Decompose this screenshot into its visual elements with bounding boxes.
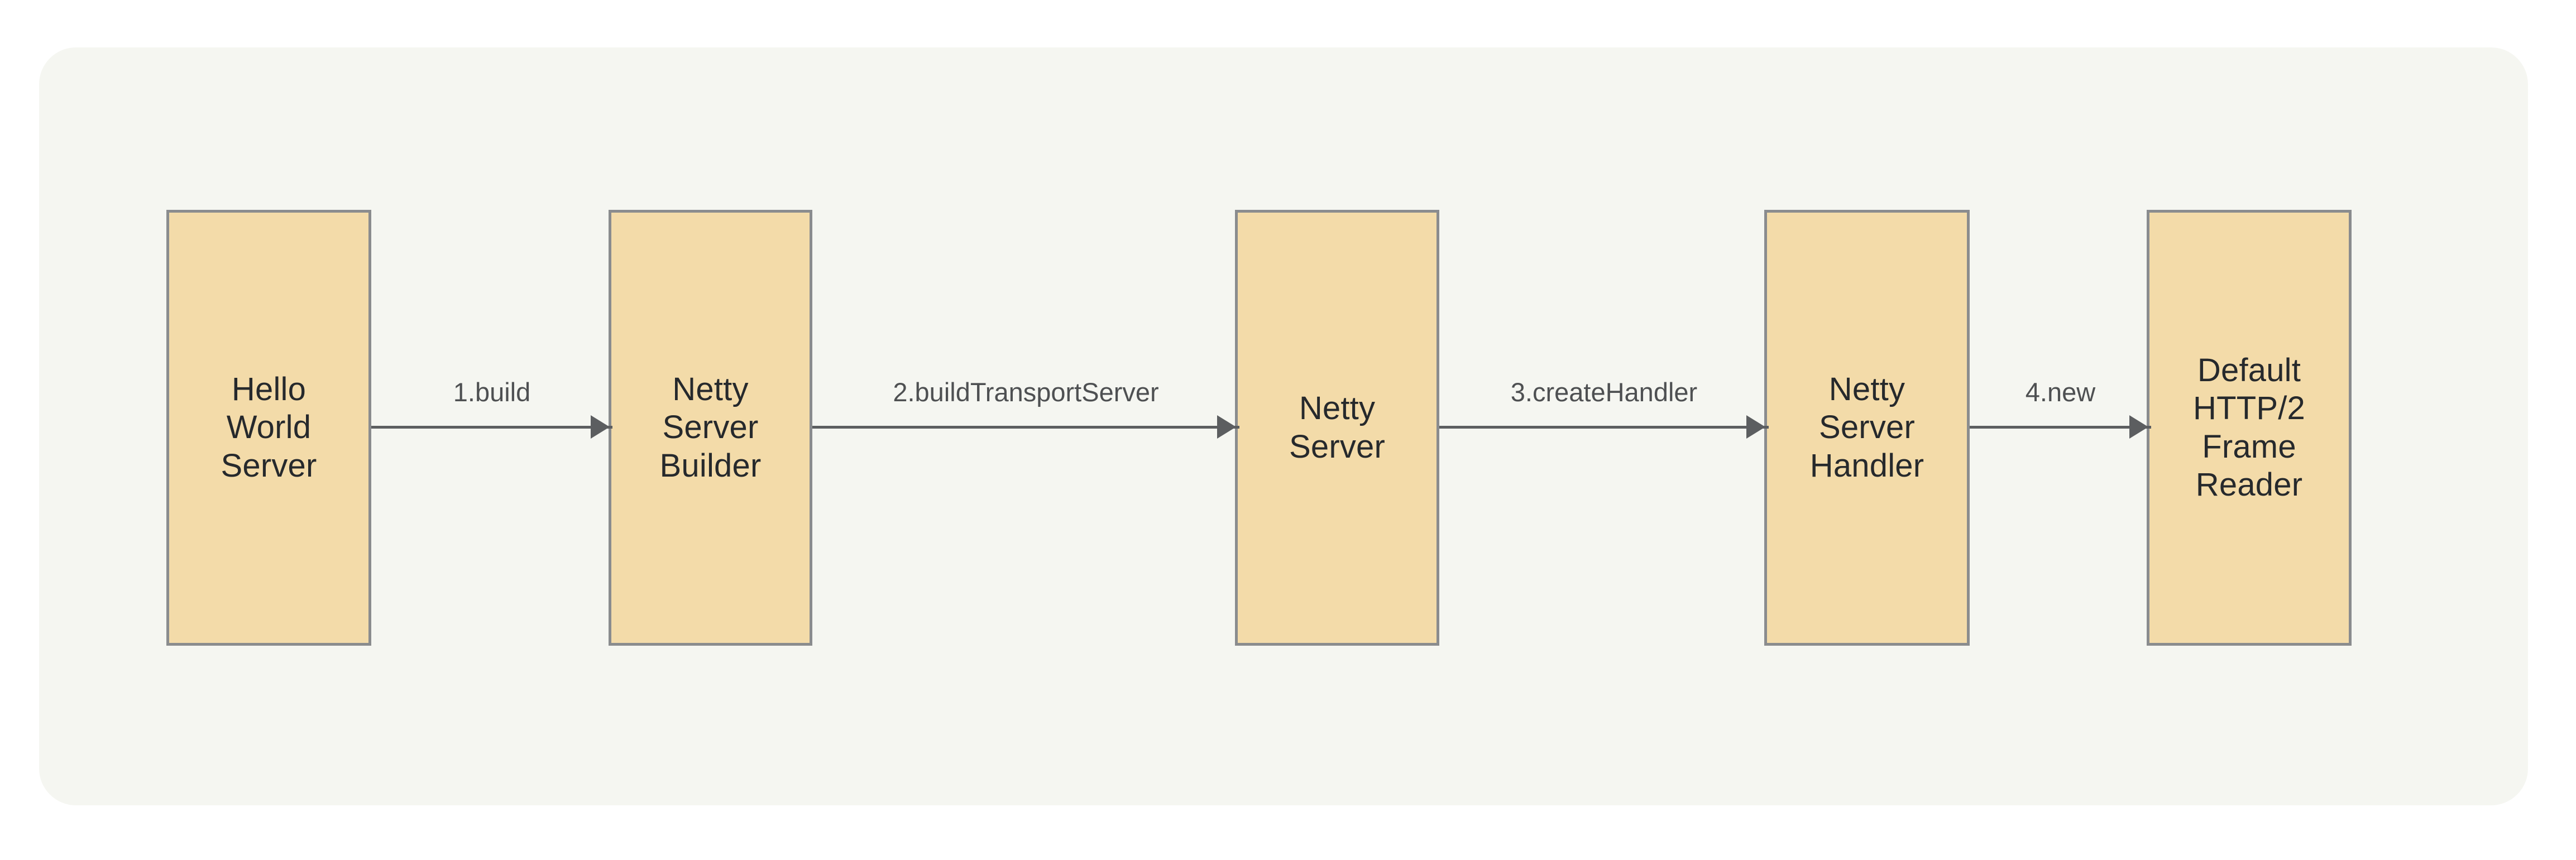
node-label: Hello World Server: [221, 371, 317, 484]
edge-label-build: 1.build: [453, 377, 531, 407]
edge-line-build: [371, 426, 612, 429]
arrowhead-icon: [1746, 415, 1765, 439]
arrowhead-icon: [1217, 415, 1236, 439]
edge-label-create-handler: 3.createHandler: [1510, 377, 1698, 407]
edge-line-new: [1970, 426, 2151, 429]
node-label: Netty Server: [1289, 390, 1386, 465]
node-label: Netty Server Builder: [659, 371, 762, 484]
node-netty-server-handler[interactable]: Netty Server Handler: [1764, 210, 1970, 646]
node-label: Default HTTP/2 Frame Reader: [2193, 352, 2305, 503]
node-netty-server-builder[interactable]: Netty Server Builder: [609, 210, 812, 646]
arrowhead-icon: [2129, 415, 2148, 439]
node-netty-server[interactable]: Netty Server: [1235, 210, 1439, 646]
node-hello-world-server[interactable]: Hello World Server: [166, 210, 371, 646]
edge-label-new: 4.new: [2025, 377, 2096, 407]
edge-label-build-transport-server: 2.buildTransportServer: [893, 377, 1159, 407]
arrowhead-icon: [591, 415, 610, 439]
edge-line-build-transport-server: [812, 426, 1239, 429]
node-default-http2-frame-reader[interactable]: Default HTTP/2 Frame Reader: [2147, 210, 2352, 646]
edge-line-create-handler: [1439, 426, 1769, 429]
node-label: Netty Server Handler: [1809, 371, 1924, 484]
